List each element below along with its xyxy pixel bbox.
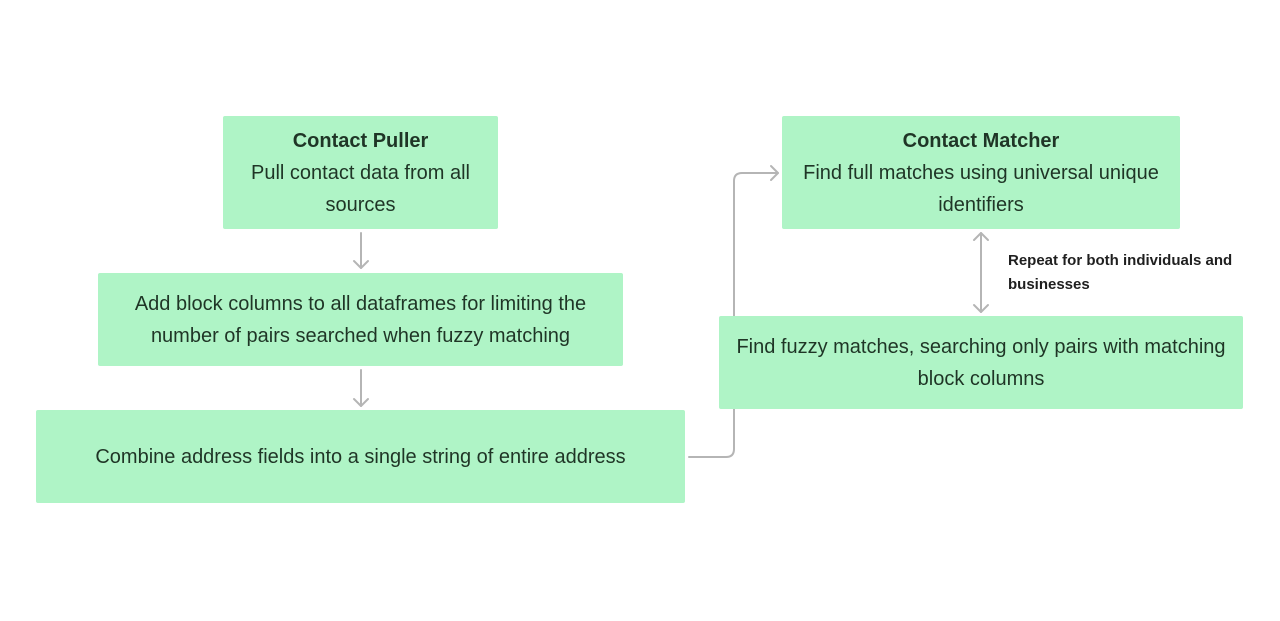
node-fuzzy-matches: Find fuzzy matches, searching only pairs… bbox=[719, 316, 1243, 409]
node-text: Pull contact data from all sources bbox=[251, 161, 470, 216]
node-block-columns: Add block columns to all dataframes for … bbox=[98, 273, 623, 366]
arrow-block-to-address bbox=[353, 369, 369, 407]
arrow-matcher-fuzzy-bidirectional bbox=[973, 232, 989, 313]
node-combine-address: Combine address fields into a single str… bbox=[36, 410, 685, 503]
node-contact-puller: Contact Puller Pull contact data from al… bbox=[223, 116, 498, 229]
node-text: Find fuzzy matches, searching only pairs… bbox=[736, 335, 1226, 390]
node-text: Add block columns to all dataframes for … bbox=[134, 292, 587, 347]
node-title: Contact Puller bbox=[292, 129, 429, 152]
node-text: Combine address fields into a single str… bbox=[95, 445, 626, 468]
node-text: Find full matches using universal unique… bbox=[803, 161, 1159, 216]
node-contact-matcher: Contact Matcher Find full matches using … bbox=[782, 116, 1180, 229]
node-title: Contact Matcher bbox=[902, 129, 1060, 152]
arrow-address-to-matcher bbox=[688, 165, 779, 458]
arrow-puller-to-block bbox=[353, 232, 369, 269]
edge-label-repeat: Repeat for both individuals and business… bbox=[1008, 252, 1233, 293]
